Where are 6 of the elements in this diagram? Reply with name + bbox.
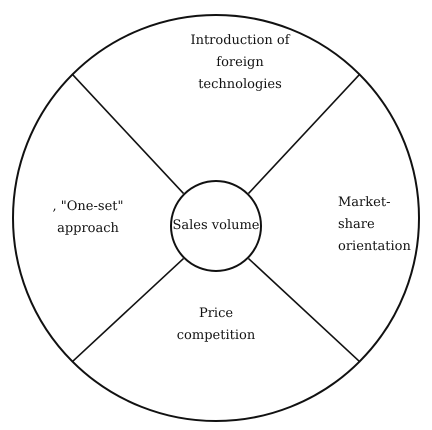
segment-label: Price competition (176, 305, 256, 345)
segment-label: , "One-set" approach (52, 198, 124, 238)
segment-label: Introduction of foreign technologies (189, 32, 292, 94)
segment-label: Market-share orientation (338, 194, 412, 256)
center-circle (170, 180, 262, 272)
segment-label: Sales volume (172, 217, 260, 235)
